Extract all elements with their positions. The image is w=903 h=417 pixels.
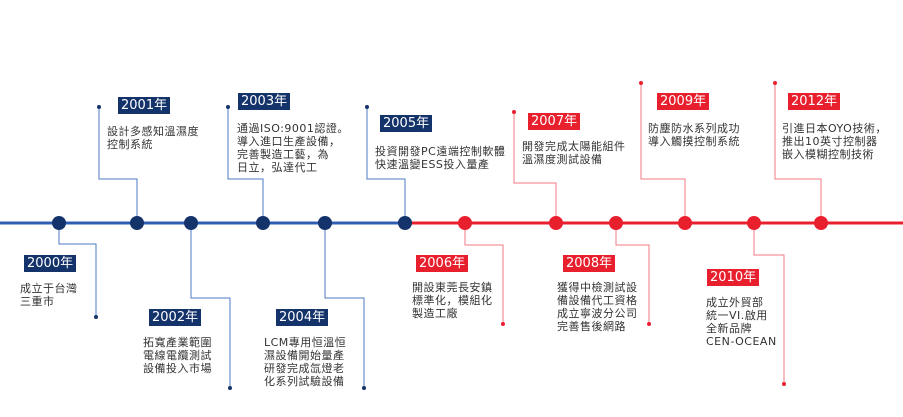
connector-2003 [227,107,264,223]
connector-2012 [774,83,822,223]
node-2010 [747,216,761,230]
node-2007 [549,216,563,230]
blue-nodes [52,216,412,230]
red-nodes [458,216,828,230]
node-2006 [458,216,472,230]
year-label-2000: 2000年 [24,255,77,272]
connector-2008 [615,223,650,324]
connector-2001 [98,107,138,223]
connector-2010 [753,223,785,384]
year-label-2010: 2010年 [707,269,760,286]
node-2001 [130,216,144,230]
event-text-2004: LCM專用恒溫恒 濕設備開始量產 研發完成氙燈老 化系列試驗設備 [264,336,347,388]
node-2009 [678,216,692,230]
connector-2000 [58,223,97,317]
blue-end-dots [94,105,369,390]
connector-2007 [513,112,557,223]
event-text-2010: 成立外貿部 統一VI.啟用 全新品牌 CEN-OCEAN [706,296,777,348]
year-label-2005: 2005年 [380,115,433,132]
connector-2006 [464,223,504,324]
event-text-2006: 開設東莞長安鎮 標準化，模組化 製造工廠 [412,281,493,320]
node-2003 [256,216,270,230]
event-text-2005: 投資開發PC遠端控制軟體 快速溫變ESS投入量產 [375,145,506,171]
event-text-2012: 引進日本OYO技術， 推出10英寸控制器 嵌入模糊控制技術 [782,122,887,161]
year-label-2007: 2007年 [528,113,581,130]
connector-2002 [190,223,231,388]
year-label-2008: 2008年 [563,255,616,272]
node-2002 [184,216,198,230]
connector-2005 [366,107,406,223]
year-label-2006: 2006年 [416,255,469,272]
red-end-dots [501,81,786,386]
connector-2009 [640,83,686,223]
connector-2004 [324,223,365,388]
year-label-2012: 2012年 [788,93,841,110]
year-label-2001: 2001年 [118,97,171,114]
node-2004 [318,216,332,230]
node-2012 [814,216,828,230]
year-label-2009: 2009年 [657,93,710,110]
red-connectors [464,83,822,384]
event-text-2008: 獲得中檢測試設 備設備代工資格 成立寧波分公司 完善售後網路 [557,281,638,333]
event-text-2002: 拓寬產業範圍 電線電纜測試 設備投入市場 [143,336,212,375]
event-text-2001: 設計多感知溫濕度 控制系統 [107,125,199,151]
event-text-2000: 成立于台灣 三重市 [20,282,78,308]
event-text-2007: 開發完成太陽能組件 溫濕度測試設備 [522,140,626,166]
node-2000 [52,216,66,230]
event-text-2003: 通過ISO:9001認證。 導入進口生產設備， 完善製造工藝，為 日立，弘達代工 [237,122,349,174]
event-text-2009: 防塵防水系列成功 導入觸摸控制系統 [648,122,740,148]
blue-connectors [58,107,406,388]
year-label-2003: 2003年 [238,93,291,110]
year-label-2004: 2004年 [276,309,329,326]
node-2008 [609,216,623,230]
node-2005 [398,216,412,230]
year-label-2002: 2002年 [149,309,202,326]
